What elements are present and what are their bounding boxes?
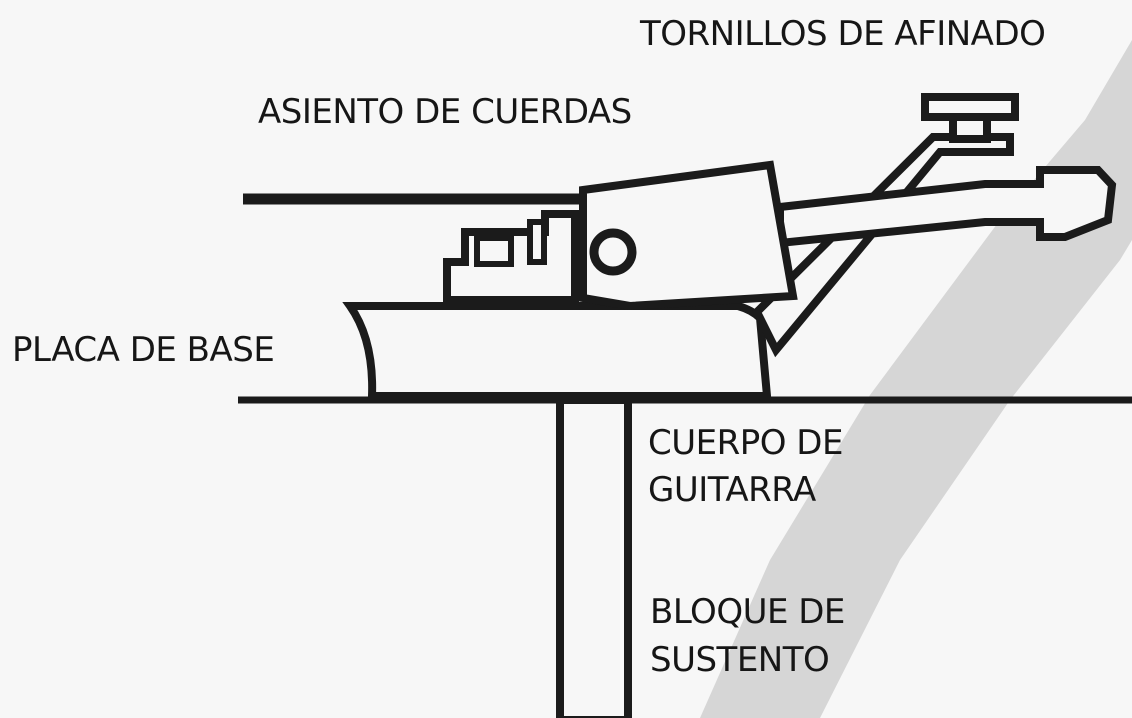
label-string-saddle: ASIENTO DE CUERDAS: [258, 92, 632, 132]
label-sustain-block-line2: SUSTENTO: [650, 640, 830, 680]
label-guitar-body-line1: CUERPO DE: [648, 423, 843, 463]
label-guitar-body-line2: GUITARRA: [648, 470, 816, 510]
base-plate: [342, 302, 772, 400]
label-tuning-screws: TORNILLOS DE AFINADO: [640, 14, 1046, 54]
sustain-block: [556, 396, 632, 718]
saddle-mount-slot-2: [527, 219, 547, 265]
string-saddle: [579, 160, 798, 311]
label-sustain-block-line1: BLOQUE DE: [650, 592, 845, 632]
saddle-screw-circle: [589, 228, 637, 276]
label-base-plate: PLACA DE BASE: [12, 330, 275, 370]
tuning-screw-neck: [949, 113, 991, 143]
screw-arm: [752, 133, 1014, 358]
screw-shaft: [776, 166, 1117, 248]
saddle-mount-slot: [474, 235, 514, 267]
